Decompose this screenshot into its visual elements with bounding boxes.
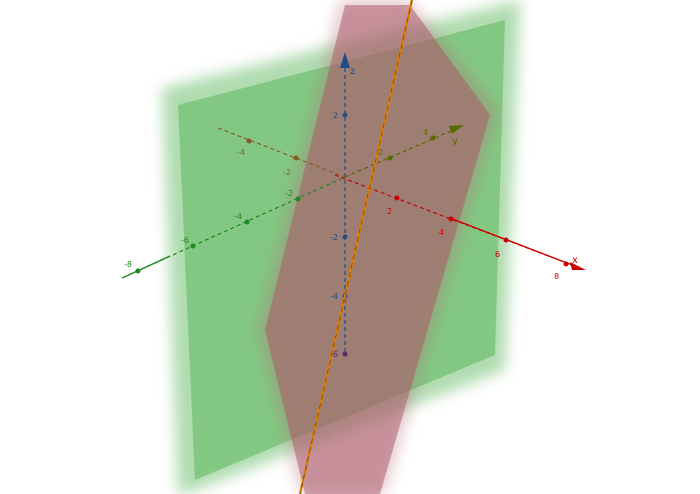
pink-plane bbox=[258, 0, 498, 494]
y-tick-point bbox=[295, 196, 301, 202]
y-tick-point bbox=[244, 219, 250, 225]
z-axis-label: z bbox=[350, 66, 355, 77]
y-tick-label: -2 bbox=[283, 168, 291, 177]
y-tick-point bbox=[135, 268, 141, 274]
x-tick-point bbox=[448, 216, 454, 222]
z-tick-label: -6 bbox=[330, 350, 338, 359]
y-axis-label: y bbox=[452, 136, 458, 147]
y-tick-point bbox=[190, 243, 196, 249]
x-tick-point bbox=[394, 195, 400, 201]
y-tick-label: -4 bbox=[234, 212, 242, 221]
y-tick-label: -8 bbox=[124, 260, 132, 269]
x-axis-arrow-icon bbox=[570, 262, 586, 270]
y-tick-label: 2 bbox=[378, 148, 383, 157]
x-tick-label: 8 bbox=[554, 272, 559, 281]
z-tick-point bbox=[342, 351, 348, 357]
z-tick-point bbox=[342, 112, 348, 118]
y-tick-label: -2 bbox=[285, 189, 293, 198]
z-axis: 2 -2 -4 -6 z bbox=[330, 52, 355, 359]
y-tick-label: -6 bbox=[181, 236, 189, 245]
y-tick-point bbox=[246, 138, 252, 144]
y-tick-label: 4 bbox=[423, 128, 428, 137]
intersection-line bbox=[298, 0, 414, 494]
x-axis: 2 4 6 8 x bbox=[334, 174, 586, 281]
z-tick-label: -2 bbox=[330, 233, 338, 242]
y-axis: -2 -4 2 4 y bbox=[217, 125, 464, 178]
z-tick-label: 2 bbox=[333, 111, 338, 120]
x-tick-label: 6 bbox=[495, 250, 500, 259]
x-tick-label: 2 bbox=[387, 207, 392, 216]
z-axis-arrow-icon bbox=[340, 52, 350, 68]
x-tick-point bbox=[503, 237, 509, 243]
y-axis-arrow-icon bbox=[449, 125, 464, 134]
z-tick-point bbox=[342, 234, 348, 240]
y-tick-point bbox=[430, 135, 436, 141]
x-tick-label: 4 bbox=[439, 228, 444, 237]
z-tick-label: -4 bbox=[330, 292, 338, 301]
y-tick-point bbox=[293, 155, 299, 161]
x-tick-point bbox=[563, 261, 569, 267]
y-tick-point bbox=[387, 155, 393, 161]
x-axis-label: x bbox=[572, 255, 578, 266]
y-tick-label: -4 bbox=[237, 148, 245, 157]
y-axis-green-segment: -2 -4 -6 -8 bbox=[121, 176, 346, 279]
